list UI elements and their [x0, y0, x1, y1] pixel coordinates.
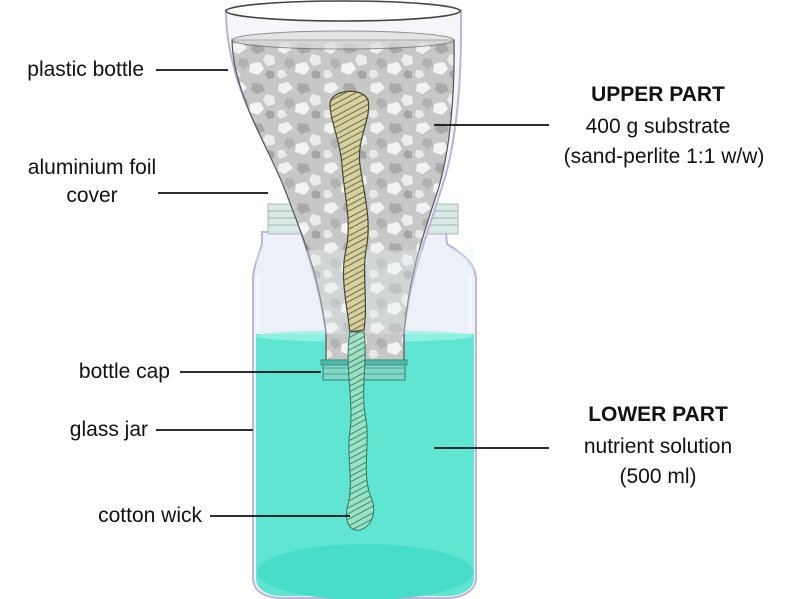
upper-part-line1: 400 g substrate [585, 115, 731, 138]
label-plastic-bottle: plastic bottle [27, 58, 144, 81]
label-aluminium-foil-line2: cover [66, 184, 118, 207]
cotton-wick-upper [329, 90, 370, 333]
label-cotton-wick: cotton wick [98, 504, 202, 527]
lower-part-line1: nutrient solution [583, 435, 733, 458]
label-aluminium-foil-line1: aluminium foil [27, 156, 157, 179]
cotton-wick-lower [346, 331, 375, 531]
lower-part-title: LOWER PART [588, 403, 728, 426]
lower-part-line2: (500 ml) [619, 465, 697, 488]
label-glass-jar: glass jar [69, 418, 148, 441]
leader-lines [156, 69, 549, 517]
label-bottle-cap: bottle cap [78, 360, 170, 383]
upper-part-title: UPPER PART [591, 83, 725, 106]
upper-part-line2: (sand-perlite 1:1 w/w) [563, 145, 765, 168]
